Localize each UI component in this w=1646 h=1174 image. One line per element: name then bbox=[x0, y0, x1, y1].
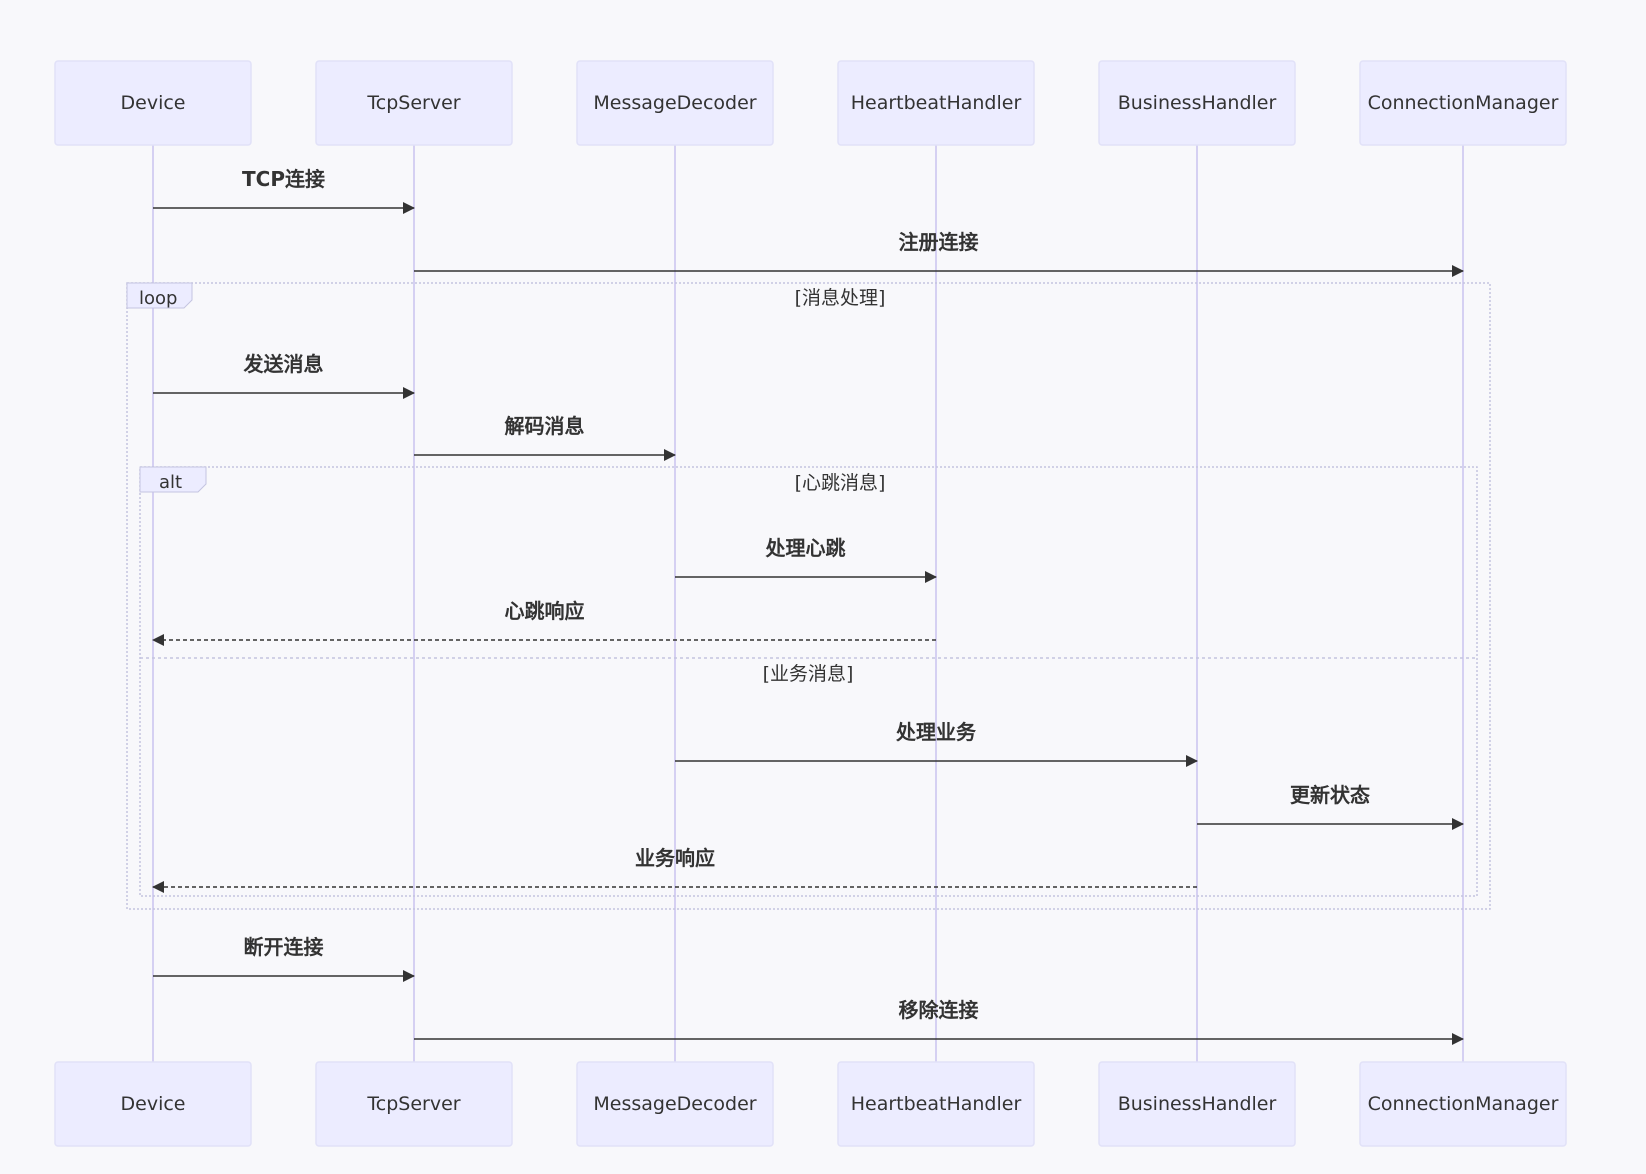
actor-label: Device bbox=[121, 1093, 186, 1115]
actor-label: HeartbeatHandler bbox=[851, 1093, 1022, 1115]
message-7: 处理业务 bbox=[675, 720, 1198, 767]
message-2: 注册连接 bbox=[414, 230, 1464, 277]
actor-label: MessageDecoder bbox=[593, 1093, 756, 1115]
actor-box bbox=[1098, 1061, 1296, 1147]
actor-label: ConnectionManager bbox=[1368, 1093, 1559, 1115]
message-11: 移除连接 bbox=[414, 998, 1464, 1045]
actor-label: BusinessHandler bbox=[1118, 92, 1277, 114]
actor-label: Device bbox=[121, 92, 186, 114]
actor-business-handler-bottom: BusinessHandler bbox=[1098, 1061, 1296, 1147]
message-label: 处理业务 bbox=[895, 720, 977, 744]
message-label: 解码消息 bbox=[505, 414, 585, 438]
actor-label: MessageDecoder bbox=[593, 92, 756, 114]
message-label: TCP连接 bbox=[242, 167, 325, 191]
message-label: 注册连接 bbox=[899, 230, 979, 254]
message-6: 心跳响应 bbox=[152, 599, 936, 646]
actor-message-decoder-top: MessageDecoder bbox=[576, 60, 774, 146]
actor-box bbox=[315, 60, 513, 146]
actor-connection-manager-top: ConnectionManager bbox=[1359, 60, 1567, 146]
actor-heartbeat-handler-top: HeartbeatHandler bbox=[837, 60, 1035, 146]
message-label: 更新状态 bbox=[1290, 783, 1370, 807]
message-label: 发送消息 bbox=[243, 352, 324, 376]
actor-box bbox=[54, 60, 252, 146]
message-5: 处理心跳 bbox=[675, 536, 937, 583]
actor-label: HeartbeatHandler bbox=[851, 92, 1022, 114]
actor-box bbox=[1098, 60, 1296, 146]
actor-label: BusinessHandler bbox=[1118, 1093, 1277, 1115]
actor-device-top: Device bbox=[54, 60, 252, 146]
actor-box bbox=[1359, 60, 1567, 146]
actor-box bbox=[576, 1061, 774, 1147]
loop-frame-label: loop bbox=[139, 288, 177, 309]
message-label: 移除连接 bbox=[899, 998, 979, 1022]
loop-frame: loop [消息处理] bbox=[126, 282, 1491, 910]
actor-box bbox=[837, 1061, 1035, 1147]
message-1: TCP连接 bbox=[153, 167, 415, 214]
actor-label: ConnectionManager bbox=[1368, 92, 1559, 114]
actor-box bbox=[1359, 1061, 1567, 1147]
actor-label: TcpServer bbox=[366, 92, 460, 114]
alt-frame-label: alt bbox=[159, 472, 182, 493]
actor-box bbox=[315, 1061, 513, 1147]
actor-heartbeat-handler-bottom: HeartbeatHandler bbox=[837, 1061, 1035, 1147]
alt-condition-business: [业务消息] bbox=[763, 663, 854, 685]
message-4: 解码消息 bbox=[414, 414, 676, 461]
message-3: 发送消息 bbox=[153, 352, 415, 399]
actor-business-handler-top: BusinessHandler bbox=[1098, 60, 1296, 146]
alt-condition-heartbeat: [心跳消息] bbox=[795, 472, 886, 494]
message-10: 断开连接 bbox=[153, 935, 415, 982]
message-label: 处理心跳 bbox=[765, 536, 846, 560]
actor-tcp-server-top: TcpServer bbox=[315, 60, 513, 146]
message-9: 业务响应 bbox=[152, 846, 1197, 893]
actor-box bbox=[576, 60, 774, 146]
actor-label: TcpServer bbox=[366, 1093, 460, 1115]
actor-message-decoder-bottom: MessageDecoder bbox=[576, 1061, 774, 1147]
actor-tcp-server-bottom: TcpServer bbox=[315, 1061, 513, 1147]
actor-box bbox=[837, 60, 1035, 146]
alt-frame: alt [心跳消息] [业务消息] bbox=[139, 466, 1478, 897]
actor-device-bottom: Device bbox=[54, 1061, 252, 1147]
message-label: 断开连接 bbox=[244, 935, 324, 959]
actor-connection-manager-bottom: ConnectionManager bbox=[1359, 1061, 1567, 1147]
message-8: 更新状态 bbox=[1197, 783, 1464, 830]
actor-box bbox=[54, 1061, 252, 1147]
loop-condition: [消息处理] bbox=[795, 287, 886, 309]
message-label: 心跳响应 bbox=[505, 599, 585, 623]
message-label: 业务响应 bbox=[635, 846, 715, 870]
